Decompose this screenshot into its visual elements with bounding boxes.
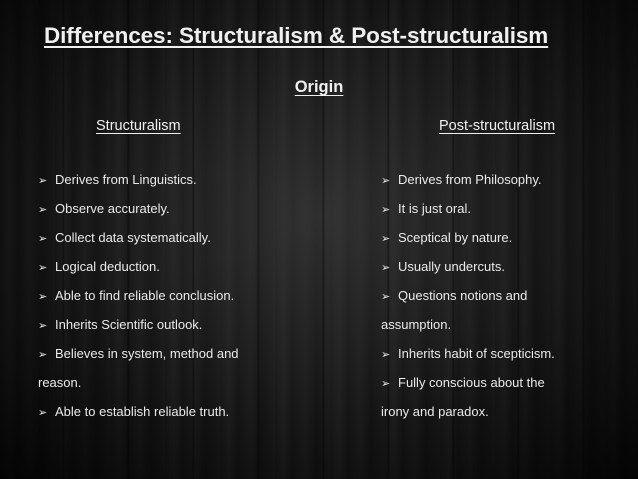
arrowhead-bullet-icon: ➢ <box>38 349 48 361</box>
bullet-continuation: irony and paradox. <box>381 402 626 431</box>
bullet-item: ➢ Observe accurately. <box>38 199 328 228</box>
bullet-text: It is just oral. <box>398 201 471 216</box>
arrowhead-bullet-icon: ➢ <box>38 320 48 332</box>
bullet-continuation: assumption. <box>381 315 626 344</box>
bullet-item: ➢ Derives from Philosophy. <box>381 170 626 199</box>
bullet-item: ➢ Believes in system, method and <box>38 344 328 373</box>
bullet-text: Logical deduction. <box>55 259 160 274</box>
structuralism-column: ➢ Derives from Linguistics. ➢ Observe accur… <box>38 170 328 431</box>
bullet-item: ➢ Able to establish reliable truth. <box>38 402 328 431</box>
slide-title: Differences: Structuralism & Post-struct… <box>44 23 549 48</box>
post-structuralism-column: ➢ Derives from Philosophy. ➢ It is just ora… <box>381 170 626 431</box>
bullet-text: reason. <box>38 375 82 390</box>
arrowhead-bullet-icon: ➢ <box>38 233 48 245</box>
arrowhead-bullet-icon: ➢ <box>381 291 391 303</box>
bullet-text: Able to establish reliable truth. <box>55 404 230 419</box>
bullet-text: Observe accurately. <box>55 201 170 216</box>
bullet-item: ➢ It is just oral. <box>381 199 626 228</box>
bullet-item: ➢ Derives from Linguistics. <box>38 170 328 199</box>
bullet-text: Fully conscious about the <box>398 375 545 390</box>
arrowhead-bullet-icon: ➢ <box>381 262 391 274</box>
bullet-text: Inherits Scientific outlook. <box>55 317 203 332</box>
bullet-item: ➢ Collect data systematically. <box>38 228 328 257</box>
bullet-item: ➢ Inherits habit of scepticism. <box>381 344 626 373</box>
bullet-continuation: reason. <box>38 373 328 402</box>
arrowhead-bullet-icon: ➢ <box>381 204 391 216</box>
bullet-text: Usually undercuts. <box>398 259 505 274</box>
bullet-text: Able to find reliable conclusion. <box>55 288 235 303</box>
bullet-text: irony and paradox. <box>381 404 489 419</box>
bullet-text: Derives from Linguistics. <box>55 172 197 187</box>
bullet-item: ➢ Inherits Scientific outlook. <box>38 315 328 344</box>
bullet-text: Questions notions and <box>398 288 528 303</box>
bullet-text: Believes in system, method and <box>55 346 239 361</box>
bullet-text: Derives from Philosophy. <box>398 172 542 187</box>
bullet-item: ➢ Fully conscious about the <box>381 373 626 402</box>
arrowhead-bullet-icon: ➢ <box>381 175 391 187</box>
structuralism-heading: Structuralism <box>96 118 181 134</box>
bullet-text: Inherits habit of scepticism. <box>398 346 555 361</box>
bullet-item: ➢ Questions notions and <box>381 286 626 315</box>
bullet-item: ➢ Able to find reliable conclusion. <box>38 286 328 315</box>
arrowhead-bullet-icon: ➢ <box>381 378 391 390</box>
arrowhead-bullet-icon: ➢ <box>38 291 48 303</box>
bullet-text: Sceptical by nature. <box>398 230 513 245</box>
arrowhead-bullet-icon: ➢ <box>381 349 391 361</box>
bullet-text: assumption. <box>381 317 452 332</box>
bullet-item: ➢ Usually undercuts. <box>381 257 626 286</box>
arrowhead-bullet-icon: ➢ <box>38 204 48 216</box>
arrowhead-bullet-icon: ➢ <box>38 175 48 187</box>
arrowhead-bullet-icon: ➢ <box>38 262 48 274</box>
slide-subtitle: Origin <box>294 78 344 96</box>
arrowhead-bullet-icon: ➢ <box>381 233 391 245</box>
post-structuralism-heading: Post-structuralism <box>439 118 556 134</box>
bullet-item: ➢ Logical deduction. <box>38 257 328 286</box>
arrowhead-bullet-icon: ➢ <box>38 407 48 419</box>
bullet-item: ➢ Sceptical by nature. <box>381 228 626 257</box>
bullet-text: Collect data systematically. <box>55 230 211 245</box>
